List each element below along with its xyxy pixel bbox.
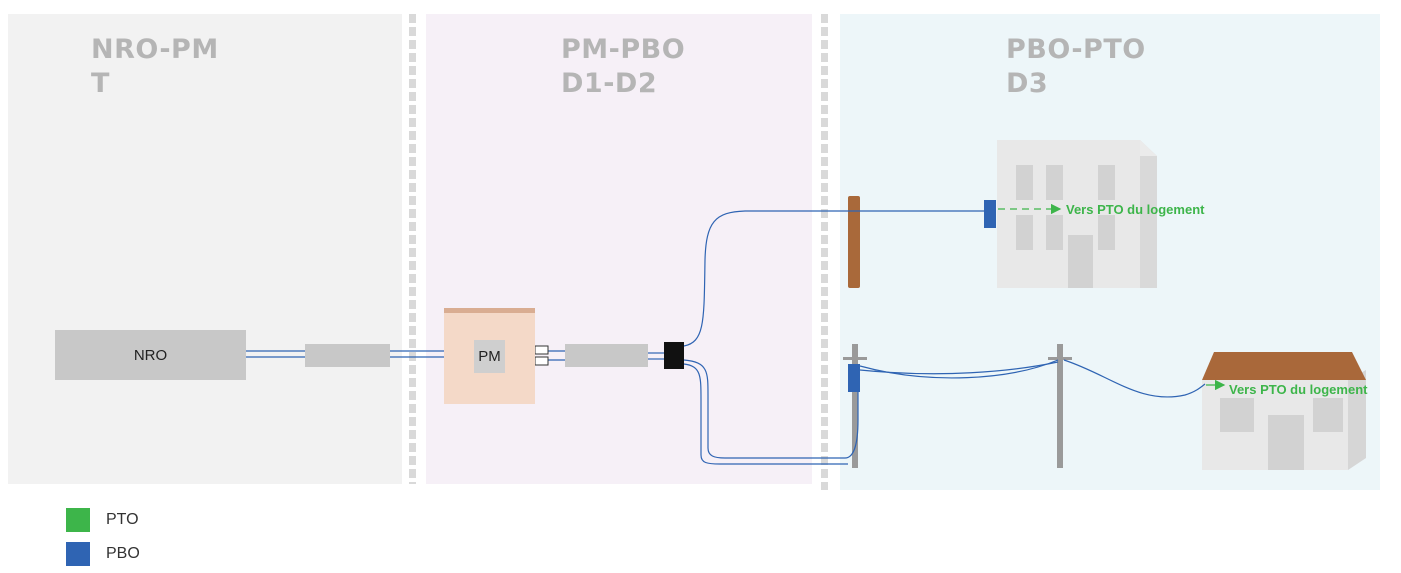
- connector: [534, 345, 549, 355]
- zone-separator: [821, 14, 828, 490]
- wooden-pole: [848, 196, 860, 288]
- legend-swatch-pbo: [66, 542, 90, 566]
- legend-item-pbo: PBO: [66, 542, 140, 566]
- zone-title-line: T: [91, 68, 110, 99]
- zone-separator: [409, 14, 416, 484]
- zone-title-line: PBO-PTO: [1006, 34, 1146, 65]
- splice-box: [305, 344, 390, 367]
- pto-arrow-label: Vers PTO du logement: [1229, 382, 1368, 397]
- house: [1202, 352, 1366, 470]
- pbo-box: [848, 364, 860, 392]
- apartment-building: [997, 140, 1157, 288]
- pm-label-panel: PM: [474, 340, 505, 373]
- zone-nro-pm: [8, 14, 402, 484]
- zone-title-line: D1-D2: [561, 68, 658, 99]
- zone-title-pm-pbo: PM-PBO D1-D2: [561, 33, 685, 101]
- fiber-cables: [246, 210, 1206, 465]
- zone-title-nro-pm: NRO-PM T: [91, 33, 219, 101]
- connector: [534, 356, 549, 366]
- utility-pole: [843, 344, 867, 468]
- legend-label: PTO: [106, 511, 139, 528]
- zone-title-pbo-pto: PBO-PTO D3: [1006, 33, 1146, 101]
- zone-pm-pbo: [426, 14, 812, 484]
- nro-box: NRO: [55, 330, 246, 380]
- joint-box: [664, 342, 684, 369]
- pm-label: PM: [478, 348, 501, 365]
- zone-title-line: PM-PBO: [561, 34, 686, 65]
- pm-cabinet: PM: [444, 308, 535, 404]
- zone-title-line: NRO-PM: [91, 34, 219, 65]
- legend-swatch-pto: [66, 508, 90, 532]
- utility-pole: [1048, 344, 1072, 468]
- nro-label: NRO: [133, 346, 168, 364]
- pto-arrow-label: Vers PTO du logement: [1066, 202, 1205, 217]
- legend-label: PBO: [106, 545, 140, 562]
- splice-box: [565, 344, 648, 367]
- zone-title-line: D3: [1006, 68, 1049, 99]
- pbo-box: [984, 200, 996, 228]
- legend-item-pto: PTO: [66, 508, 139, 532]
